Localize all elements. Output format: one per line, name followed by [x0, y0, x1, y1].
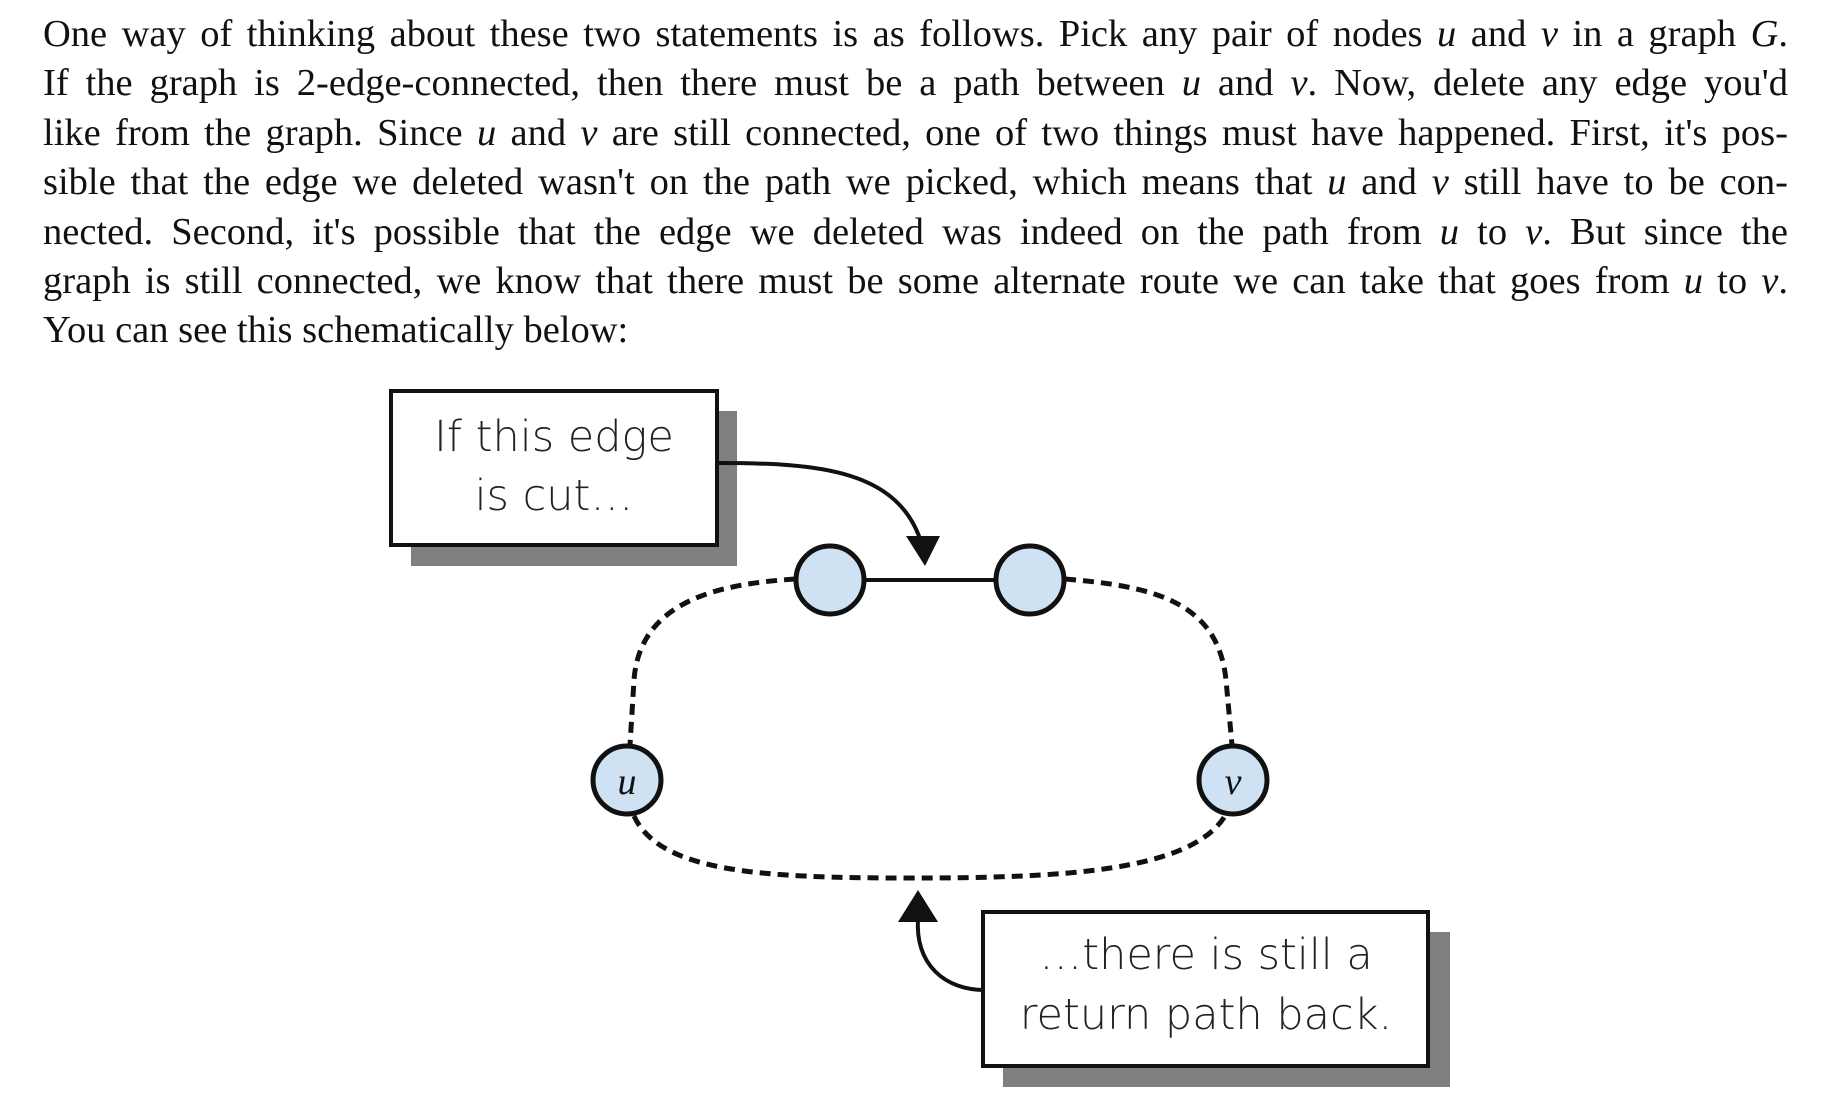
variable-u: u: [1439, 210, 1460, 253]
paragraph-line-3: like from the graph. Since u and v are s…: [43, 109, 1788, 158]
text-segment: and: [1200, 62, 1291, 105]
arrow-bottom-head: [898, 890, 938, 922]
text-segment: If the graph is 2-edge-connected, then t…: [43, 62, 1182, 105]
text-segment: nected. Second, it's possible that the e…: [43, 210, 1440, 253]
dashed-edge-right: [1064, 576, 1235, 746]
graph-nodes: u v: [590, 543, 1270, 817]
text-segment: .: [1778, 13, 1788, 55]
paragraph-line-7: You can see this schematically below:: [43, 306, 1788, 355]
variable-u: u: [1683, 260, 1703, 303]
variable-v: v: [1525, 210, 1543, 253]
text-segment: to: [1702, 260, 1762, 303]
variable-u: u: [1327, 161, 1347, 204]
callout-top: If this edge is cut…: [389, 389, 737, 566]
variable-v: v: [1540, 13, 1558, 55]
callout-bottom: …there is still a return path back.: [981, 910, 1450, 1087]
node-top-left: [793, 543, 867, 617]
paragraph-line-5: nected. Second, it's possible that the e…: [43, 208, 1788, 257]
node-u-label: u: [618, 761, 637, 803]
text-segment: and: [496, 111, 581, 154]
variable-v: v: [580, 111, 598, 154]
paragraph-line-6: graph is still connected, we know that t…: [43, 257, 1788, 306]
text-segment: . But since the: [1542, 210, 1788, 253]
variable-v: v: [1761, 260, 1779, 303]
node-v-label: v: [1225, 761, 1242, 803]
variable-u: u: [1181, 62, 1201, 105]
callout-bottom-line-2: return path back.: [1020, 990, 1392, 1040]
text-segment: .: [1778, 260, 1788, 303]
node-v: [1196, 743, 1270, 817]
text-segment: to: [1459, 210, 1526, 253]
text-segment: graph is still connected, we know that t…: [43, 260, 1684, 303]
text-segment: like from the graph. Since: [43, 111, 477, 154]
body-paragraph: One way of thinking about these two stat…: [43, 10, 1788, 356]
text-segment: sible that the edge we deleted wasn't on…: [43, 161, 1328, 204]
text-segment: still have to be con-: [1448, 161, 1788, 204]
variable-u: u: [1437, 13, 1457, 55]
dashed-edge-bottom: [631, 814, 1228, 881]
callout-top-box: [389, 389, 719, 547]
text-segment: You can see this schematically below:: [43, 309, 629, 352]
text-segment: and: [1456, 13, 1541, 55]
arrow-top-curve: [718, 461, 924, 546]
text-segment: and: [1346, 161, 1432, 204]
variable-u: u: [476, 111, 497, 154]
path-edges: [627, 576, 1235, 881]
callout-top-line-1: If this edge: [434, 412, 674, 462]
text-segment: are still connected, one of two things m…: [597, 111, 1788, 154]
paragraph-line-1: One way of thinking about these two stat…: [43, 10, 1788, 59]
arrow-top-head: [906, 536, 940, 566]
variable-v: v: [1290, 62, 1308, 105]
variable-v: v: [1431, 161, 1449, 204]
text-segment: in a graph: [1557, 13, 1751, 55]
callout-bottom-line-1: …there is still a: [1039, 930, 1373, 980]
arrow-bottom-curve: [915, 917, 986, 992]
text-segment: One way of thinking about these two stat…: [43, 13, 1438, 55]
callout-bottom-box: [981, 910, 1430, 1068]
paragraph-line-2: If the graph is 2-edge-connected, then t…: [43, 59, 1788, 108]
node-u: [590, 743, 664, 817]
paragraph-line-4: sible that the edge we deleted wasn't on…: [43, 158, 1788, 207]
dashed-edge-left: [627, 576, 796, 746]
callout-top-line-2: is cut…: [475, 471, 634, 521]
text-segment: . Now, delete any edge you'd: [1307, 62, 1788, 105]
node-top-right: [993, 543, 1067, 617]
variable-g: G: [1750, 13, 1779, 55]
